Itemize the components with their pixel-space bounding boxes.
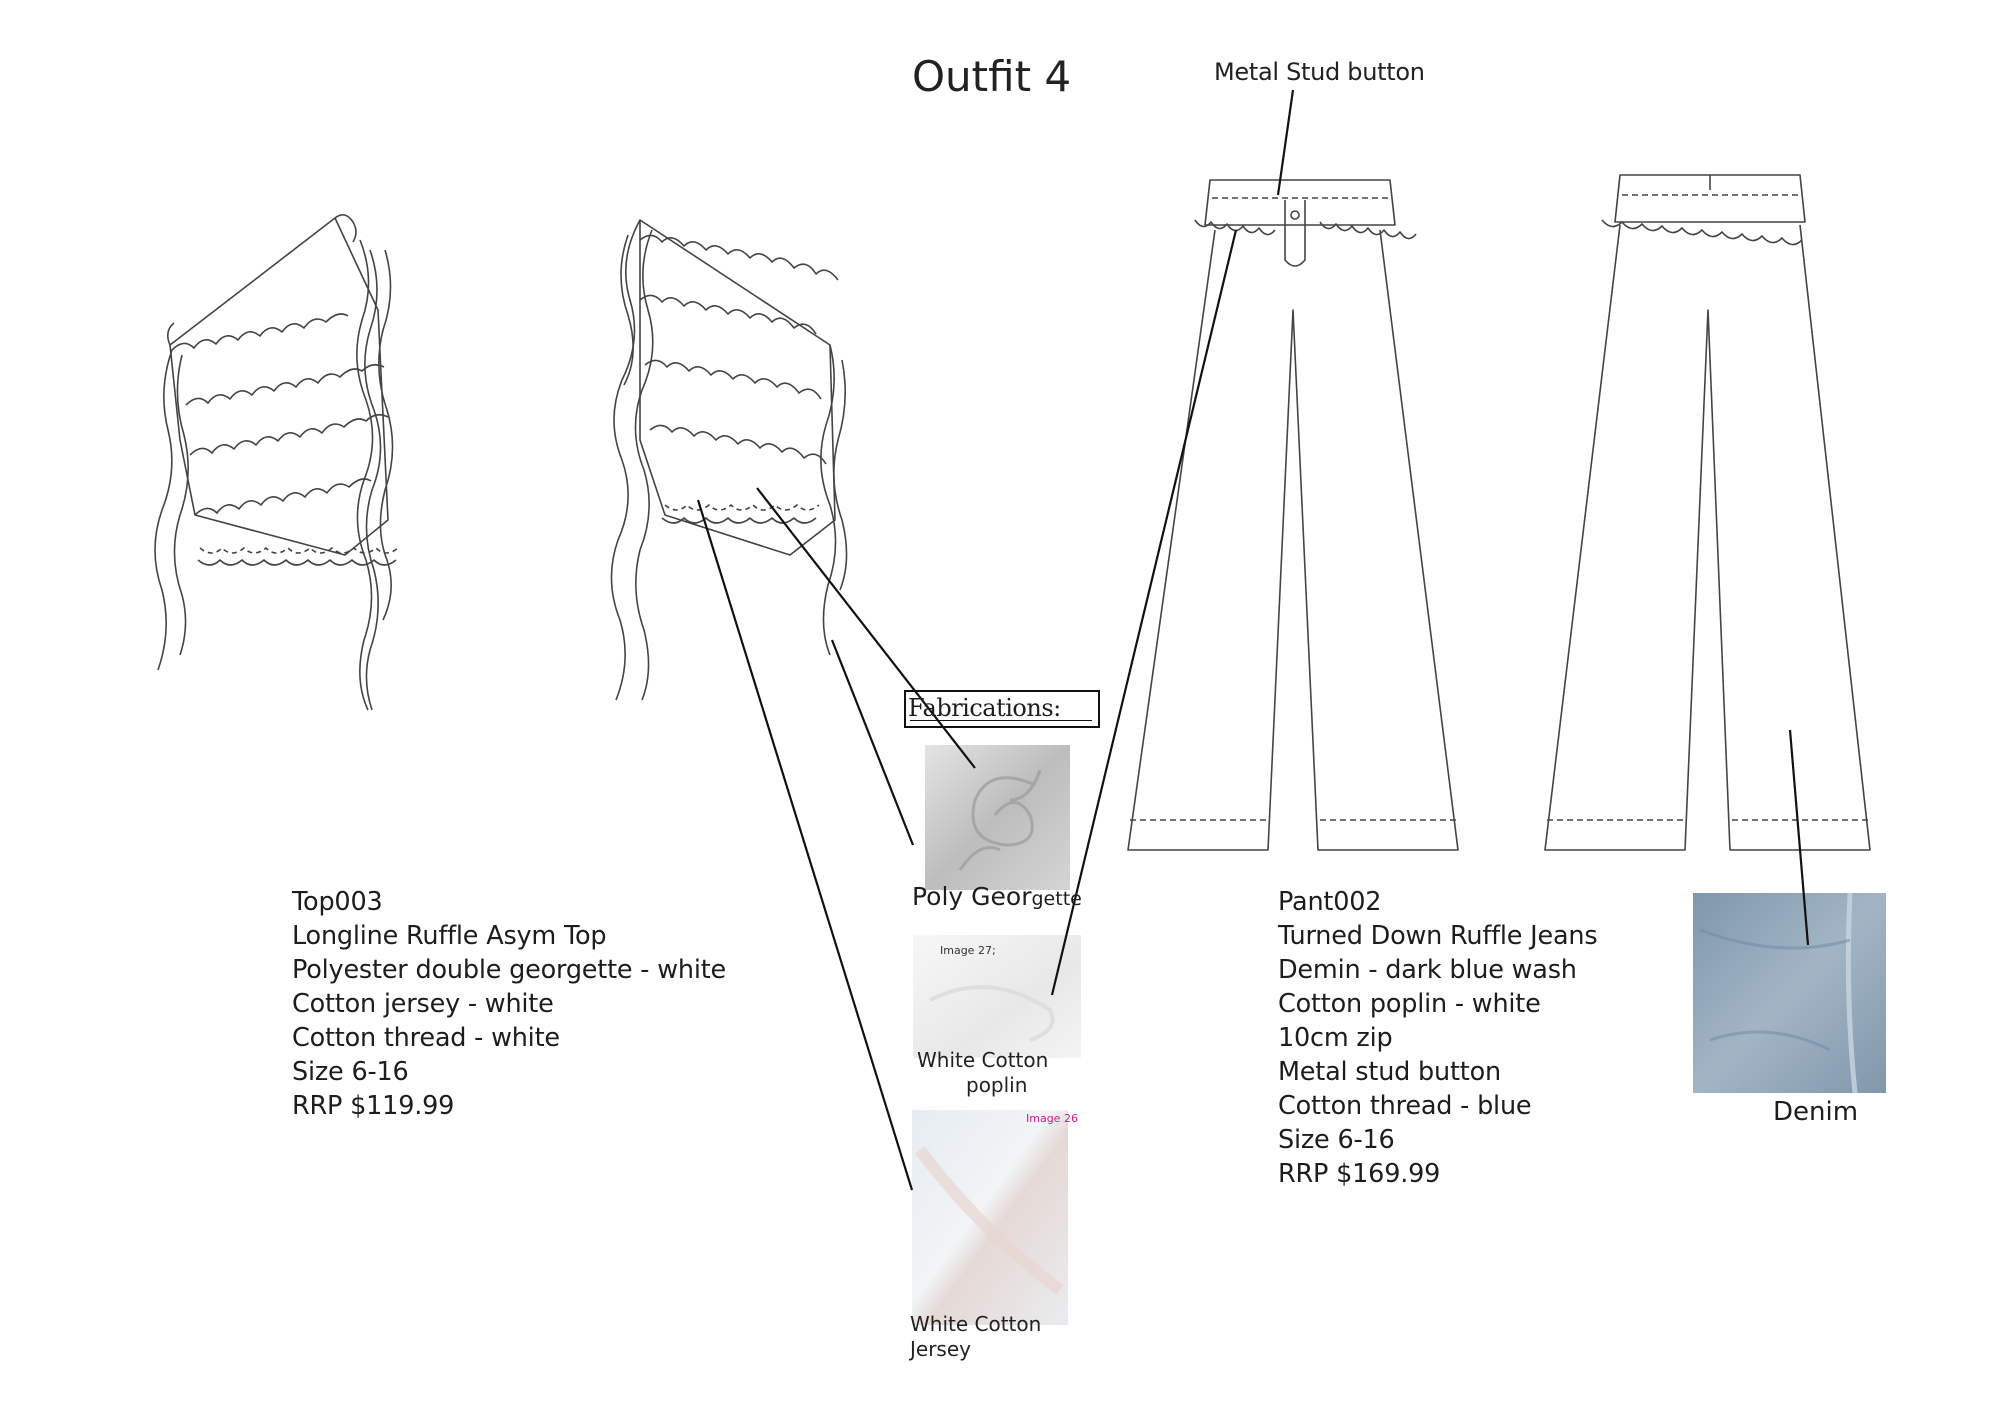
top-price: RRP $119.99 (292, 1091, 455, 1121)
pant-front-sketch (1127, 179, 1459, 851)
pant-size: Size 6-16 (1278, 1125, 1395, 1155)
poplin-label-line1: White Cotton (917, 1048, 1049, 1072)
pant-thread: Cotton thread - blue (1278, 1091, 1532, 1121)
top-front-sketch (154, 214, 399, 711)
poly-georgette-label: Poly Georgette (912, 882, 1082, 911)
pant-style-name: Turned Down Ruffle Jeans (1278, 921, 1598, 951)
fabrications-heading: Fabrications: (904, 690, 1100, 728)
pant-button: Metal stud button (1278, 1057, 1501, 1087)
pant-back-sketch (1544, 174, 1871, 851)
top-back-sketch (610, 219, 848, 701)
jersey-label-line1: White Cotton (910, 1312, 1042, 1336)
poly-georgette-swatch (925, 745, 1070, 890)
pant-fabric-1: Demin - dark blue wash (1278, 955, 1577, 985)
white-jersey-swatch (912, 1110, 1068, 1325)
pant-spec-block: Pant002 Turned Down Ruffle Jeans Demin -… (1278, 885, 1598, 1191)
poplin-label-line2: poplin (966, 1073, 1028, 1097)
top-style-name: Longline Ruffle Asym Top (292, 921, 607, 951)
top-style-code: Top003 (292, 887, 383, 917)
jersey-label-line2: Jersey (910, 1337, 971, 1361)
pant-style-code: Pant002 (1278, 887, 1382, 917)
top-thread: Cotton thread - white (292, 1023, 560, 1053)
page-title: Outfit 4 (912, 52, 1072, 101)
pant-fabric-2: Cotton poplin - white (1278, 989, 1541, 1019)
pant-zip: 10cm zip (1278, 1023, 1393, 1053)
poly-georgette-swirl (958, 769, 1042, 871)
top-fabric-2: Cotton jersey - white (292, 989, 554, 1019)
poplin-image-caption: Image 27; (940, 944, 996, 957)
top-size: Size 6-16 (292, 1057, 409, 1087)
poly-georgette-label-tail: gette (1031, 888, 1082, 910)
denim-label: Denim (1773, 1097, 1859, 1127)
top-fabric-1: Polyester double georgette - white (292, 955, 726, 985)
denim-swatch (1693, 893, 1886, 1093)
metal-stud-callout: Metal Stud button (1214, 58, 1425, 86)
poly-georgette-label-main: Poly Geor (912, 882, 1032, 911)
pointer-lines (696, 89, 1810, 1191)
top-spec-block: Top003 Longline Ruffle Asym Top Polyeste… (292, 885, 726, 1123)
pant-price: RRP $169.99 (1278, 1159, 1441, 1189)
jersey-image-caption: Image 26 (1026, 1112, 1078, 1125)
